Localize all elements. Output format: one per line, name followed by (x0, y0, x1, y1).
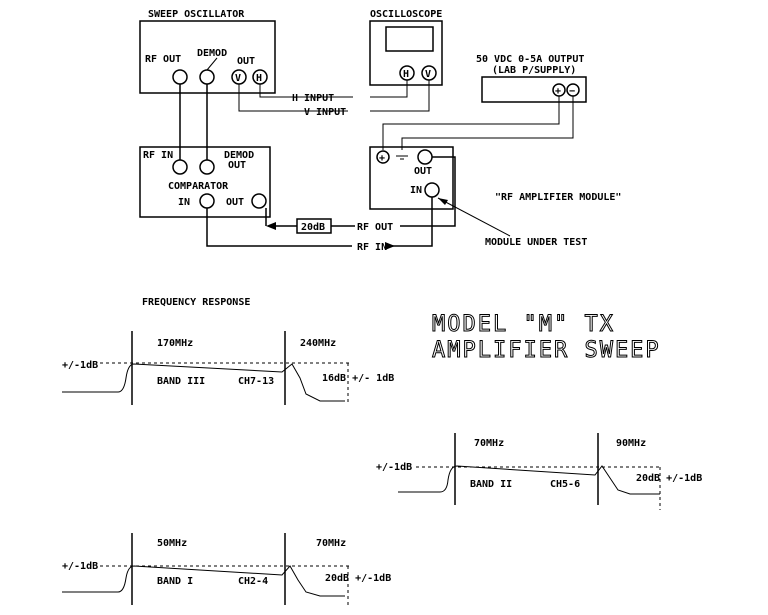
module-pointer-arrow (437, 197, 511, 237)
rf-in-line-label: RF IN (357, 242, 387, 253)
band-iii-band: BAND III (157, 376, 205, 387)
v-input-label: V INPUT (304, 107, 346, 118)
h-out-glyph: H (256, 73, 262, 84)
title-line-1: MODEL "M" TX (432, 312, 615, 337)
module-plus-glyph: + (379, 153, 385, 164)
band-ii-channels: CH5-6 (550, 479, 580, 490)
sweep-band-iii: 170MHz 240MHz +/-1dB BAND III CH7-13 16d… (62, 331, 394, 405)
band-ii-band: BAND II (470, 479, 512, 490)
oscilloscope-box (369, 20, 443, 86)
sweep-band-ii: 70MHz 90MHz +/-1dB BAND II CH5-6 20dB +/… (376, 433, 702, 510)
oscilloscope-screen (385, 26, 434, 52)
comp-rf-in-connector[interactable] (172, 159, 188, 175)
band-ii-f-high: 90MHz (616, 438, 646, 449)
comp-out-label: OUT (226, 197, 244, 208)
power-supply-box (481, 76, 587, 103)
comp-demod-connector[interactable] (199, 159, 215, 175)
psu-title: 50 VDC 0-5A OUTPUT (476, 54, 584, 65)
sweep-band-i: 50MHz 70MHz +/-1dB BAND I CH2-4 20dB +/-… (62, 533, 391, 608)
band-i-ref: +/-1dB (62, 561, 98, 572)
comp-demod-out-label: OUT (228, 160, 246, 171)
rf-out-label: RF OUT (145, 54, 181, 65)
scope-h-glyph: H (403, 69, 409, 80)
comparator-label: COMPARATOR (168, 181, 229, 192)
comp-rf-in-label: RF IN (143, 150, 173, 161)
comp-demod-label: DEMOD (224, 150, 254, 161)
attenuator-label: 20dB (301, 222, 325, 233)
band-ii-spec: 20dB +/-1dB (636, 473, 702, 484)
comp-in-label: IN (178, 197, 190, 208)
demod-connector[interactable] (199, 69, 215, 85)
h-input-label: H INPUT (292, 93, 334, 104)
psu-minus-glyph: − (569, 86, 575, 97)
comp-out-connector[interactable] (251, 193, 267, 209)
band-iii-channels: CH7-13 (238, 376, 274, 387)
band-iii-f-high: 240MHz (300, 338, 336, 349)
band-iii-ref: +/-1dB (62, 360, 98, 371)
oscilloscope-title: OSCILLOSCOPE (370, 9, 442, 20)
module-out-connector[interactable] (417, 149, 433, 165)
comparator-box (139, 146, 271, 218)
module-plus-connector[interactable] (376, 150, 390, 164)
rf-out-line-label: RF OUT (357, 222, 393, 233)
band-iii-f-low: 170MHz (157, 338, 193, 349)
rf-amp-module-label: "RF AMPLIFIER MODULE" (495, 192, 621, 203)
band-ii-ref: +/-1dB (376, 462, 412, 473)
band-i-f-high: 70MHz (316, 538, 346, 549)
scope-v-glyph: V (425, 69, 431, 80)
psu-subtitle: (LAB P/SUPPLY) (492, 65, 576, 76)
sweep-oscillator-title: SWEEP OSCILLATOR (148, 9, 245, 20)
title-line-2: AMPLIFIER SWEEP (432, 338, 661, 363)
module-under-test-label: MODULE UNDER TEST (485, 237, 587, 248)
band-i-channels: CH2-4 (238, 576, 268, 587)
module-out-label: OUT (414, 166, 432, 177)
frequency-response-label: FREQUENCY RESPONSE (142, 297, 250, 308)
psu-plus-glyph: + (555, 86, 561, 97)
band-i-band: BAND I (157, 576, 193, 587)
band-ii-f-low: 70MHz (474, 438, 504, 449)
module-in-connector[interactable] (424, 182, 440, 198)
module-in-label: IN (410, 185, 422, 196)
osc-out-label: OUT (237, 56, 255, 67)
v-out-glyph: V (235, 73, 241, 84)
band-i-spec: 20dB +/-1dB (325, 573, 391, 584)
rf-out-connector[interactable] (172, 69, 188, 85)
band-i-f-low: 50MHz (157, 538, 187, 549)
band-iii-spec: 16dB +/- 1dB (322, 373, 394, 384)
demod-label: DEMOD (197, 48, 227, 59)
comp-in-connector[interactable] (199, 193, 215, 209)
rf-amplifier-module-box (369, 146, 454, 210)
